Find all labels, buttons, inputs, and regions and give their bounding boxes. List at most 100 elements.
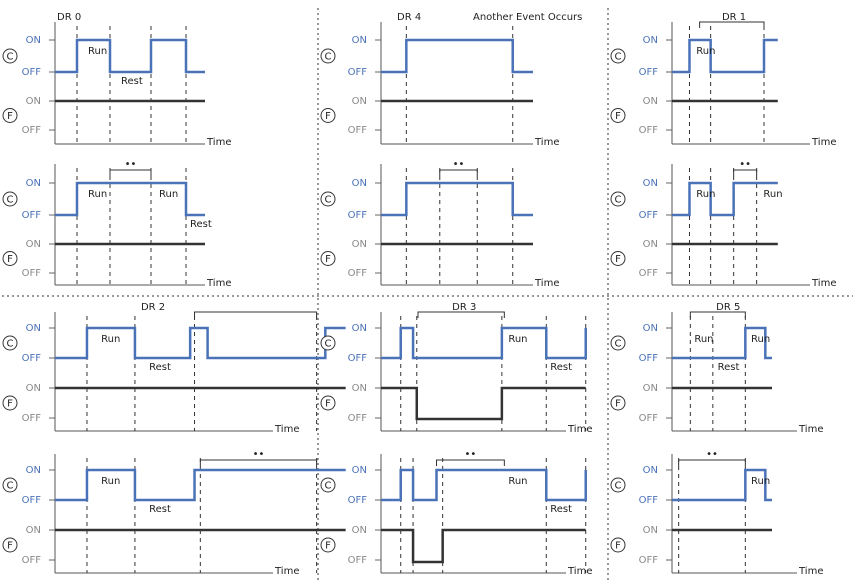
label-on: ON <box>26 96 41 107</box>
label-off: OFF <box>348 413 368 424</box>
rest-label: Rest <box>149 504 171 515</box>
panel-title: DR 3 <box>452 302 476 313</box>
c-letter: C <box>7 52 14 63</box>
duration-bracket <box>417 311 505 318</box>
f-circle-icon <box>610 108 626 123</box>
f-circle-icon <box>320 108 336 123</box>
c-letter: C <box>325 52 332 63</box>
f-circle-icon <box>320 395 336 411</box>
run-label: Run <box>159 189 178 200</box>
label-on: ON <box>26 35 41 46</box>
c-circle-icon <box>2 335 18 351</box>
label-off: OFF <box>639 268 659 279</box>
label-on: ON <box>643 323 658 334</box>
c-signal-trace <box>381 326 587 360</box>
panel-title: DR 0 <box>57 12 81 23</box>
duration-bracket <box>678 459 746 466</box>
label-on: ON <box>643 35 658 46</box>
label-on: ON <box>26 525 41 536</box>
c-circle-icon <box>2 48 18 64</box>
panel-title: DR 1 <box>722 12 746 23</box>
label-on: ON <box>352 465 367 476</box>
time-label: Time <box>206 137 231 148</box>
run-label: Run <box>696 189 715 200</box>
duration-bracket <box>194 311 318 318</box>
c-signal-trace <box>672 326 772 360</box>
label-on: ON <box>352 383 367 394</box>
label-off: OFF <box>639 210 659 221</box>
label-off: OFF <box>22 413 42 424</box>
label-on: ON <box>352 178 367 189</box>
label-off: OFF <box>348 555 368 566</box>
f-letter: F <box>615 541 621 552</box>
rest-label: Rest <box>121 76 143 87</box>
label-on: ON <box>26 465 41 476</box>
rest-label: Rest <box>149 362 171 373</box>
c-letter: C <box>7 195 14 206</box>
time-label: Time <box>811 278 836 289</box>
run-label: Run <box>508 476 527 487</box>
label-on: ON <box>643 178 658 189</box>
duration-bracket <box>109 169 152 176</box>
bracket-dots: •• <box>706 449 718 460</box>
c-circle-icon <box>320 335 336 351</box>
f-signal-trace <box>381 386 586 421</box>
f-circle-icon <box>320 251 336 266</box>
c-letter: C <box>615 481 622 492</box>
time-label: Time <box>798 424 823 435</box>
c-signal-trace <box>672 38 778 74</box>
label-on: ON <box>643 96 658 107</box>
f-circle-icon <box>2 251 18 266</box>
bracket-dots: •• <box>125 159 137 170</box>
time-label: Time <box>798 566 823 577</box>
f-letter: F <box>615 399 621 410</box>
label-on: ON <box>643 239 658 250</box>
c-letter: C <box>615 195 622 206</box>
duration-bracket <box>199 459 318 466</box>
label-off: OFF <box>348 495 368 506</box>
c-letter: C <box>325 339 332 350</box>
time-label: Time <box>274 566 299 577</box>
c-circle-icon <box>610 477 626 493</box>
label-off: OFF <box>639 353 659 364</box>
panel-title: DR 4 <box>397 12 421 23</box>
label-on: ON <box>26 178 41 189</box>
label-on: ON <box>643 383 658 394</box>
label-off: OFF <box>348 353 368 364</box>
time-label: Time <box>206 278 231 289</box>
run-label: Run <box>508 334 527 345</box>
label-off: OFF <box>22 125 42 136</box>
c-circle-icon <box>320 477 336 493</box>
c-signal-trace <box>55 468 346 502</box>
run-label: Run <box>101 334 120 345</box>
run-label: Run <box>88 189 107 200</box>
c-letter: C <box>615 339 622 350</box>
f-letter: F <box>7 254 13 265</box>
duration-bracket <box>699 21 765 28</box>
time-label: Time <box>567 424 592 435</box>
label-off: OFF <box>639 495 659 506</box>
c-circle-icon <box>320 191 336 207</box>
f-letter: F <box>325 399 331 410</box>
duration-bracket <box>439 169 478 176</box>
label-off: OFF <box>22 353 42 364</box>
rest-label: Rest <box>550 504 572 515</box>
label-off: OFF <box>22 210 42 221</box>
label-off: OFF <box>348 268 368 279</box>
rest-label: Rest <box>718 362 740 373</box>
c-signal-trace <box>55 38 205 74</box>
c-signal-trace <box>55 326 346 360</box>
label-off: OFF <box>22 555 42 566</box>
f-letter: F <box>615 111 621 122</box>
label-on: ON <box>352 525 367 536</box>
label-on: ON <box>352 239 367 250</box>
